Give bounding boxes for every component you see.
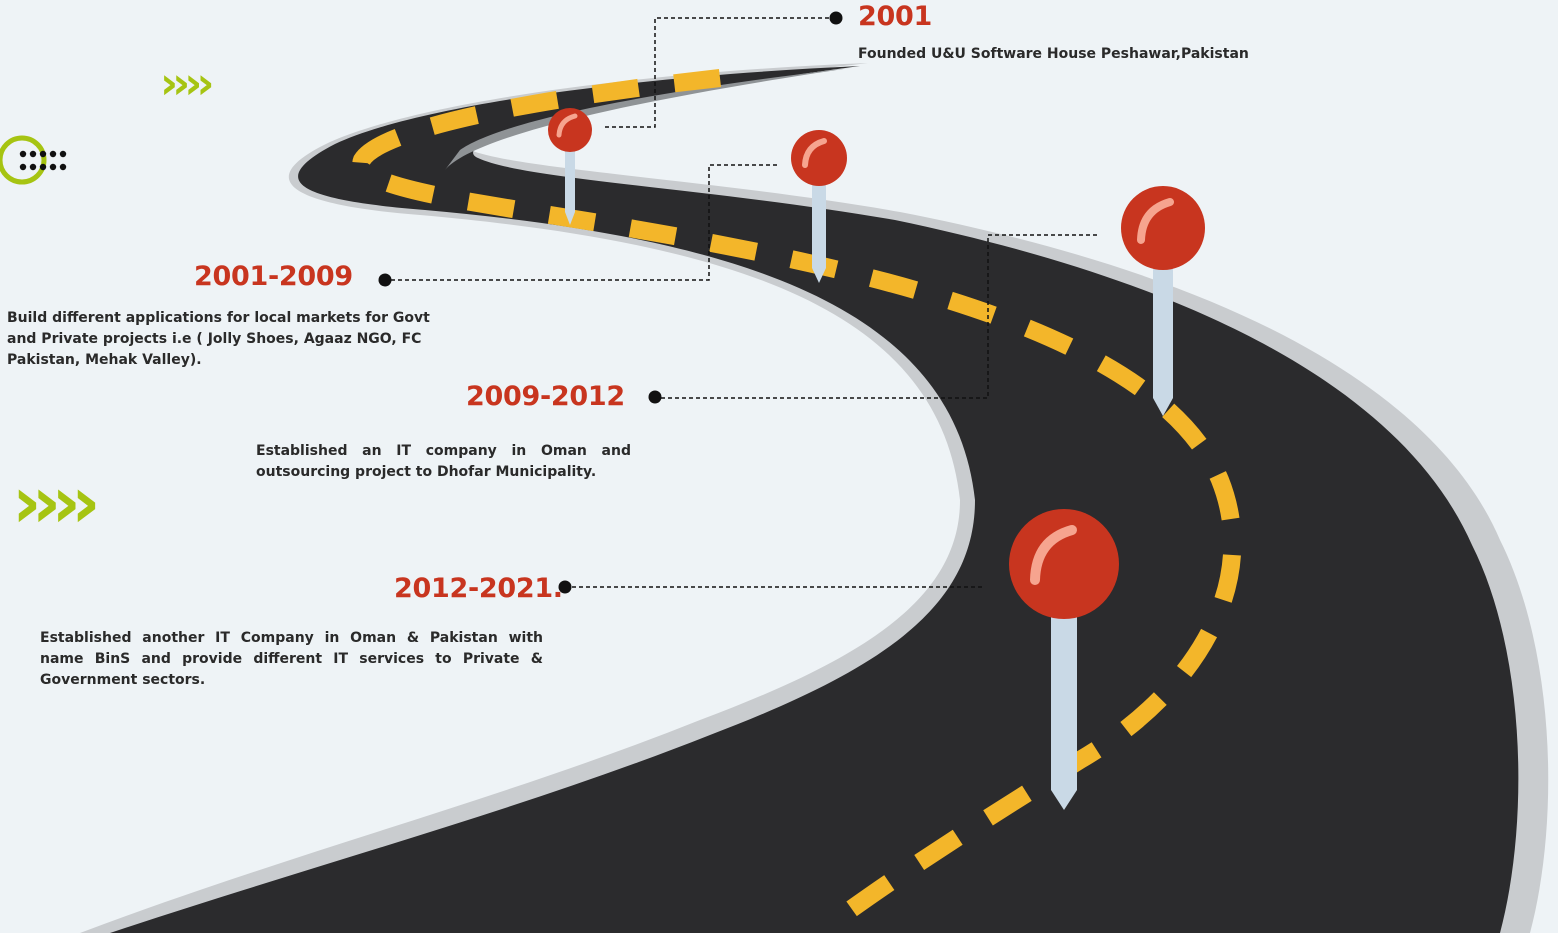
chevrons-small-icon: ›››› xyxy=(160,58,214,109)
road-surface xyxy=(110,66,1519,933)
dot-2009-2012 xyxy=(648,390,662,404)
map-pin-icon xyxy=(1009,509,1119,810)
milestone-desc-2009-2012: Established an IT company in Oman and ou… xyxy=(256,443,631,480)
milestone-desc-2001-2009: Build different applications for local m… xyxy=(7,310,430,368)
connector-2009-2012 xyxy=(656,234,1097,399)
milestone-year-2012-2021: 2012-2021. xyxy=(394,573,563,604)
dot-2001 xyxy=(829,11,843,25)
milestone-desc-2012-2021: Established another IT Company in Oman &… xyxy=(40,630,543,688)
map-pin-icon xyxy=(791,130,847,283)
map-pin-icon xyxy=(1121,186,1205,416)
connector-dots xyxy=(378,11,843,594)
lane-marking xyxy=(352,69,1242,918)
milestone-year-2001-2009: 2001-2009 xyxy=(194,261,353,292)
dots-circle-icon xyxy=(0,135,67,185)
milestone-year-2009-2012: 2009-2012 xyxy=(466,381,625,412)
connectors xyxy=(387,17,1097,588)
milestone-desc-2001: Founded U&U Software House Peshawar,Paki… xyxy=(858,46,1249,62)
dot-2001-2009 xyxy=(378,273,392,287)
connector-2001-2009 xyxy=(387,164,777,281)
dot-2012-2021 xyxy=(558,580,572,594)
map-pin-icon xyxy=(548,108,592,225)
milestone-year-2001: 2001 xyxy=(858,1,932,32)
chevrons-large-icon: ›››› xyxy=(12,460,101,544)
road xyxy=(80,63,1549,933)
connector-2001 xyxy=(605,17,834,128)
